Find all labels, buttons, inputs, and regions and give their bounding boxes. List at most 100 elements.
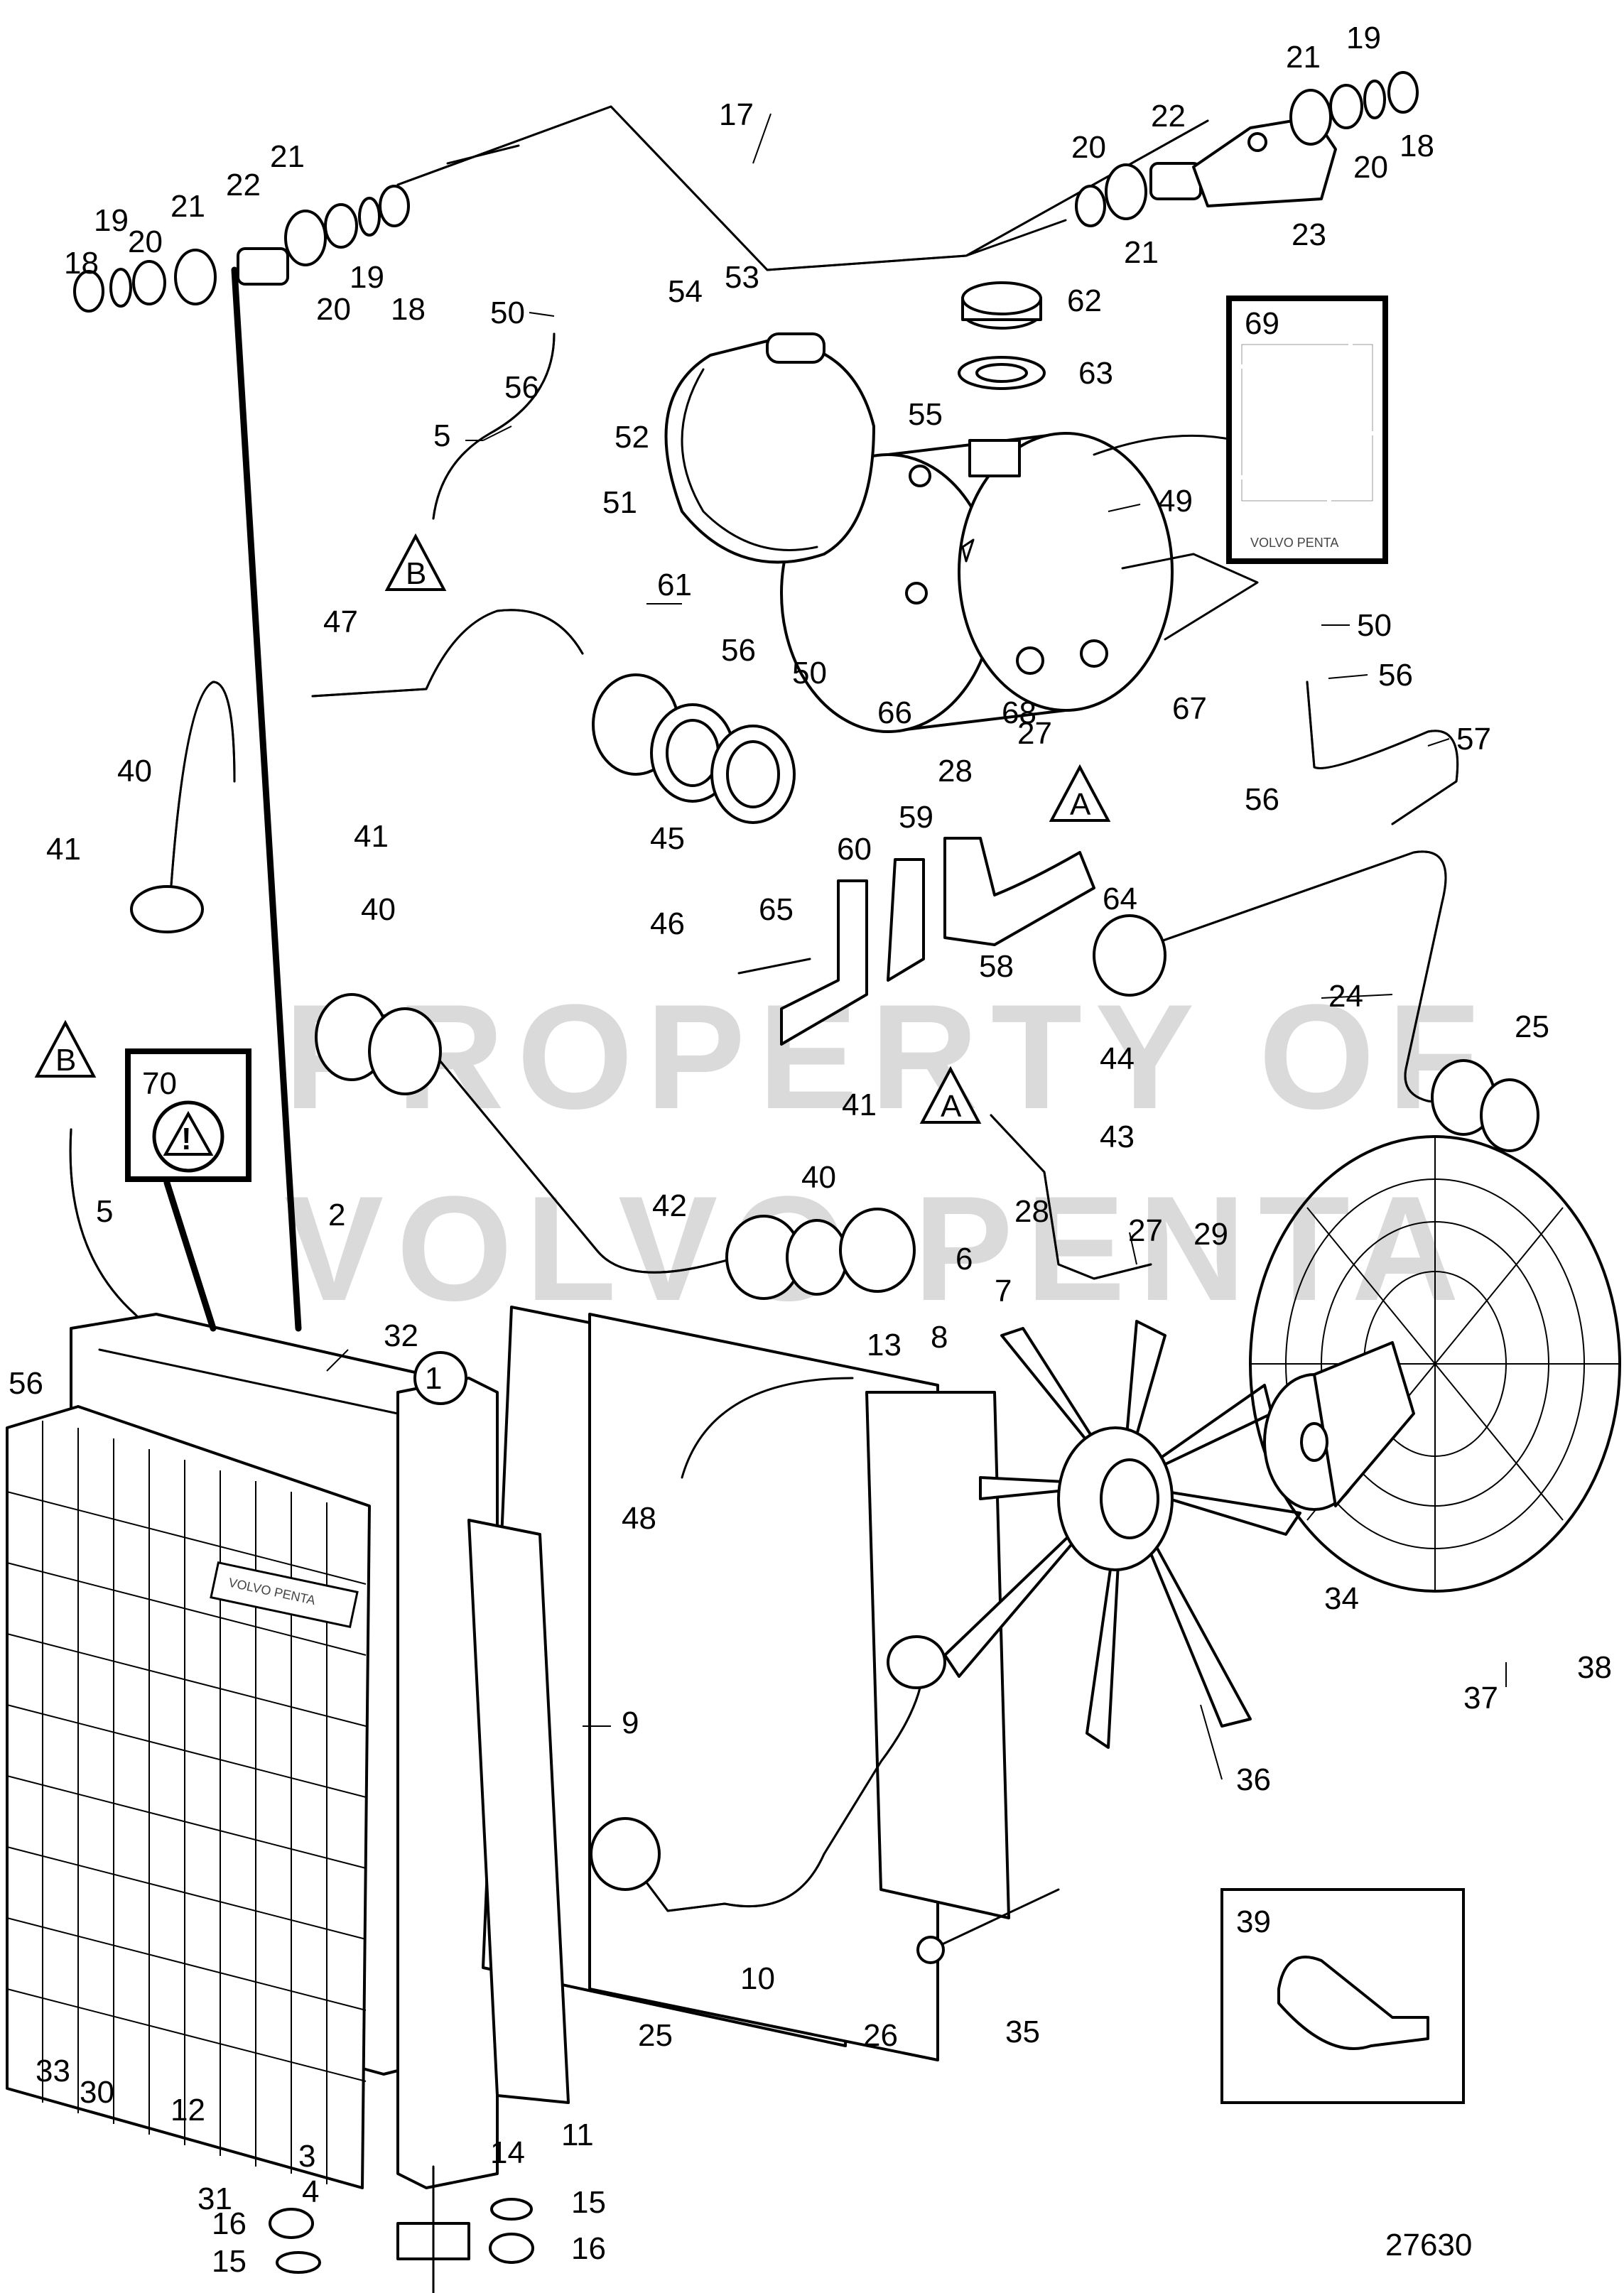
part-label-11: 11 [561, 2118, 594, 2152]
part-label-7: 7 [995, 1274, 1012, 1308]
part-label-15-right: 15 [571, 2185, 606, 2220]
part-label-39: 39 [1236, 1904, 1271, 1939]
part-label-17: 17 [719, 97, 754, 132]
hose-57 [1306, 681, 1459, 825]
reference-marker-a-tank: A [1049, 764, 1111, 822]
part-label-65: 65 [759, 892, 794, 927]
part-label-66: 66 [877, 695, 912, 730]
right-union-fittings [1075, 71, 1419, 227]
strap-51 [664, 332, 875, 564]
part-label-50-right: 50 [1357, 608, 1392, 643]
part-label-3: 3 [298, 2139, 315, 2174]
part-label-15-left: 15 [212, 2244, 247, 2279]
part-label-52: 52 [615, 420, 649, 455]
filler-cap-62 [958, 281, 1046, 390]
part-label-40-left: 40 [117, 754, 152, 788]
sticker-brand: VOLVO PENTA [1250, 536, 1338, 550]
part-label-69: 69 [1245, 306, 1279, 341]
part-label-42: 42 [652, 1188, 687, 1223]
part-label-40-upper: 40 [361, 892, 396, 927]
part-label-19-mid: 19 [350, 260, 384, 295]
part-label-63: 63 [1078, 356, 1113, 391]
part-label-25-left: 25 [638, 2018, 673, 2053]
part-label-56-hose: 56 [1245, 782, 1279, 817]
part-label-56-mid: 56 [721, 633, 756, 668]
bolt-35 [936, 1888, 1060, 1948]
part-label-20-right-b: 20 [1353, 150, 1388, 185]
part-label-14: 14 [490, 2135, 525, 2170]
part-label-22-right: 22 [1151, 99, 1186, 134]
part-label-33: 33 [36, 2054, 70, 2088]
part-label-27-mid: 27 [1128, 1213, 1163, 1248]
part-label-19-right: 19 [1346, 21, 1381, 55]
warning-box-70: ! [125, 1048, 251, 1182]
part-label-35: 35 [1005, 2015, 1040, 2049]
part-label-2: 2 [328, 1198, 345, 1232]
pipe-17-assembly [73, 71, 1419, 313]
brackets-58-60 [737, 837, 1095, 1046]
clamp-40-upper-b [368, 1007, 442, 1095]
clamp-24-top [1093, 914, 1166, 997]
part-label-31: 31 [197, 2181, 232, 2216]
part-label-21-right-b: 21 [1286, 40, 1321, 75]
part-label-56-right: 56 [1378, 658, 1413, 693]
part-label-20-left: 20 [128, 224, 163, 259]
watermark-line-1: PROPERTY OF [284, 973, 1491, 1140]
part-label-8: 8 [931, 1320, 948, 1355]
part-label-36: 36 [1236, 1762, 1271, 1797]
part-label-28-top: 28 [938, 754, 973, 788]
fan-36 [943, 1320, 1301, 1749]
clamp-40-mid-b [786, 1219, 848, 1296]
marker-a-tank-label: A [1070, 787, 1091, 822]
part-label-53: 53 [725, 260, 759, 295]
part-label-12: 12 [170, 2093, 205, 2127]
hose-upper-left-end [130, 885, 204, 933]
part-label-30: 30 [80, 2075, 114, 2110]
reference-marker-a-pipe: A [919, 1066, 982, 1124]
warning-icon: ! [181, 1122, 192, 1156]
part-label-18-right: 18 [1400, 129, 1434, 163]
part-label-5-left: 5 [96, 1194, 113, 1229]
part-label-62: 62 [1067, 283, 1102, 318]
marker-b-top-label: B [406, 556, 426, 591]
part-label-61: 61 [657, 568, 692, 602]
part-label-23: 23 [1292, 217, 1326, 252]
frames-9-10-11 [467, 1306, 939, 2104]
part-label-10: 10 [740, 1961, 775, 1996]
part-label-56-left: 56 [9, 1366, 43, 1401]
part-label-45: 45 [650, 821, 685, 856]
part-label-50-top: 50 [490, 296, 525, 330]
leader-thick-warning [163, 1179, 217, 1332]
part-label-19-left: 19 [94, 203, 129, 238]
shroud-8 [590, 1377, 1010, 1919]
part-label-25-right: 25 [1515, 1009, 1549, 1044]
part-label-68: 68 [1002, 695, 1036, 730]
part-label-57: 57 [1456, 722, 1491, 757]
part-label-13: 13 [867, 1328, 902, 1362]
clamp-39-detail [1220, 1888, 1465, 2104]
expansion-tank-49 [780, 432, 1259, 733]
figure-number: 27630 [1385, 2228, 1472, 2262]
part-label-34: 34 [1324, 1581, 1359, 1616]
part-label-64: 64 [1103, 882, 1137, 916]
part-label-26: 26 [863, 2018, 898, 2053]
part-label-21-mid: 21 [270, 139, 305, 174]
part-label-59: 59 [899, 800, 933, 835]
clamp-25-right [1480, 1078, 1539, 1152]
part-label-1: 1 [425, 1361, 442, 1396]
part-label-21-right-a: 21 [1124, 235, 1159, 270]
fan-guard-37 [1249, 1135, 1621, 1593]
left-union-fittings [73, 185, 410, 313]
leader-thick-1 [231, 266, 302, 1332]
marker-a-pipe-label: A [941, 1089, 962, 1124]
part-label-43: 43 [1100, 1120, 1135, 1154]
grille-30: VOLVO PENTA [6, 1405, 371, 2189]
part-label-41-left: 41 [46, 832, 81, 867]
part-label-54: 54 [668, 274, 703, 309]
part-label-47: 47 [323, 605, 358, 639]
leader-lines [326, 113, 1507, 1780]
hose-5-upper [432, 332, 556, 520]
reference-marker-b-left: B [34, 1019, 97, 1078]
part-label-40-mid: 40 [801, 1160, 836, 1195]
